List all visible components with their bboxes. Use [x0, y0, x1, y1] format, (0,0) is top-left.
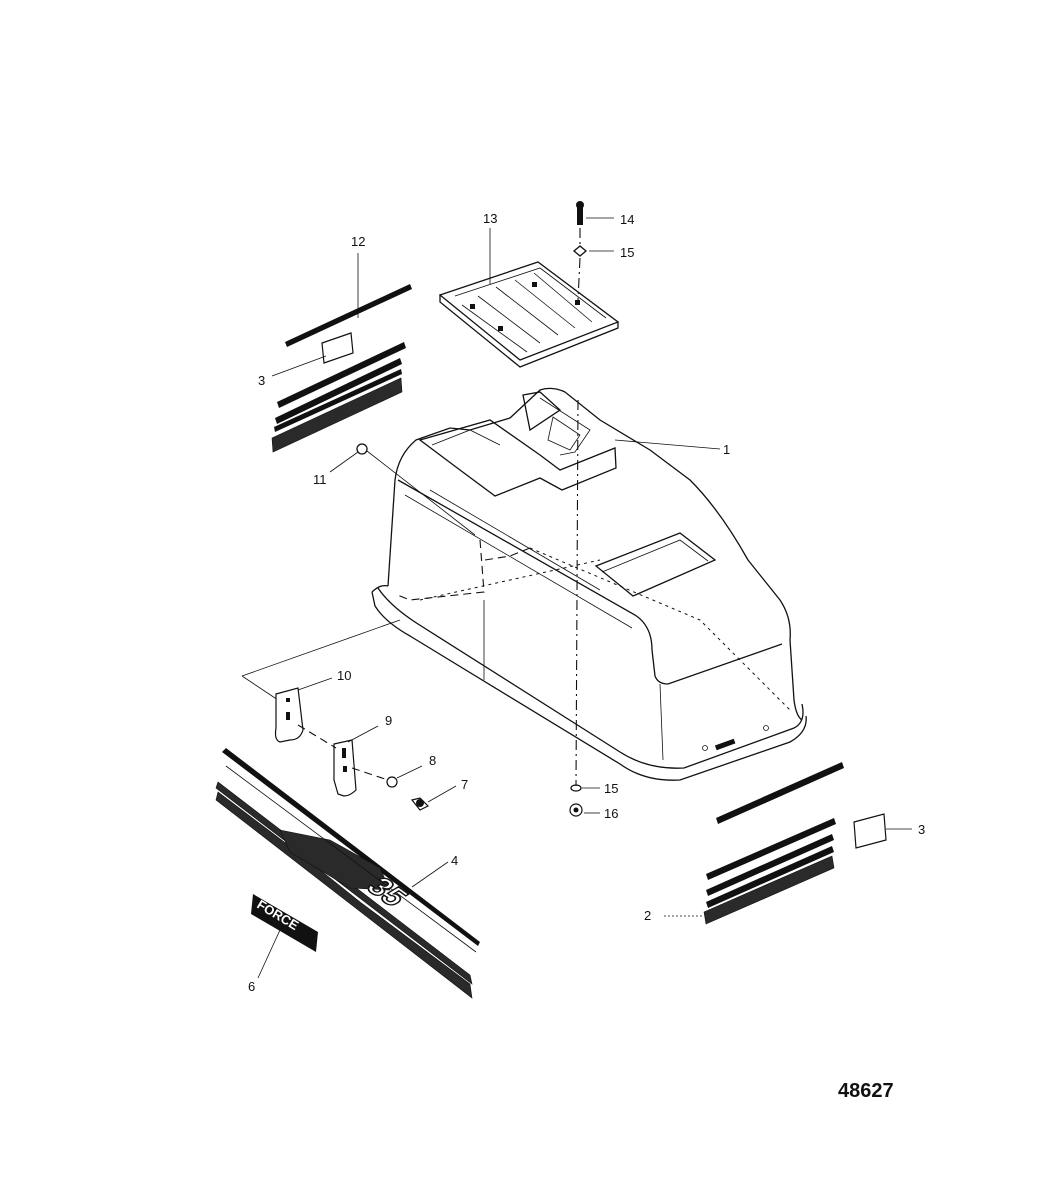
- callout-2: 2: [644, 908, 651, 923]
- fastener-axis: [575, 399, 579, 787]
- engine-cowl: [371, 387, 807, 781]
- callout-14: 14: [620, 212, 634, 227]
- warning-decal-right: [853, 813, 887, 849]
- callout-6: 6: [248, 979, 255, 994]
- callout-3-left: 3: [258, 373, 265, 388]
- leader-lines: [257, 217, 912, 979]
- callout-16: 16: [604, 806, 618, 821]
- callout-15-bottom: 15: [604, 781, 618, 796]
- side-graphics-decal: 35: [215, 748, 480, 999]
- callout-8: 8: [429, 753, 436, 768]
- callout-12: 12: [351, 234, 365, 249]
- callout-labels: 1 2 3 3 4 6 7 8 9 10 11 12 13 14 15 15 1…: [248, 211, 925, 994]
- callout-9: 9: [385, 713, 392, 728]
- bottom-fastener: [569, 784, 583, 817]
- warning-decal-left: [321, 332, 354, 364]
- callout-1: 1: [723, 442, 730, 457]
- callout-13: 13: [483, 211, 497, 226]
- top-screw-assembly: [572, 201, 588, 301]
- decal-stripe-set-left: [271, 284, 412, 453]
- decal-stripe-set-right: [703, 762, 887, 925]
- callout-3-right: 3: [918, 822, 925, 837]
- callout-11: 11: [313, 472, 327, 487]
- callout-10: 10: [337, 668, 351, 683]
- top-access-cover: [438, 261, 620, 368]
- callout-15-top: 15: [620, 245, 634, 260]
- figure-number: 48627: [838, 1080, 894, 1102]
- callout-7: 7: [461, 777, 468, 792]
- latch-bracket-assembly: [241, 619, 430, 811]
- callout-4: 4: [451, 853, 458, 868]
- brand-emblem: FORCE: [251, 894, 318, 952]
- grommet: [356, 443, 476, 536]
